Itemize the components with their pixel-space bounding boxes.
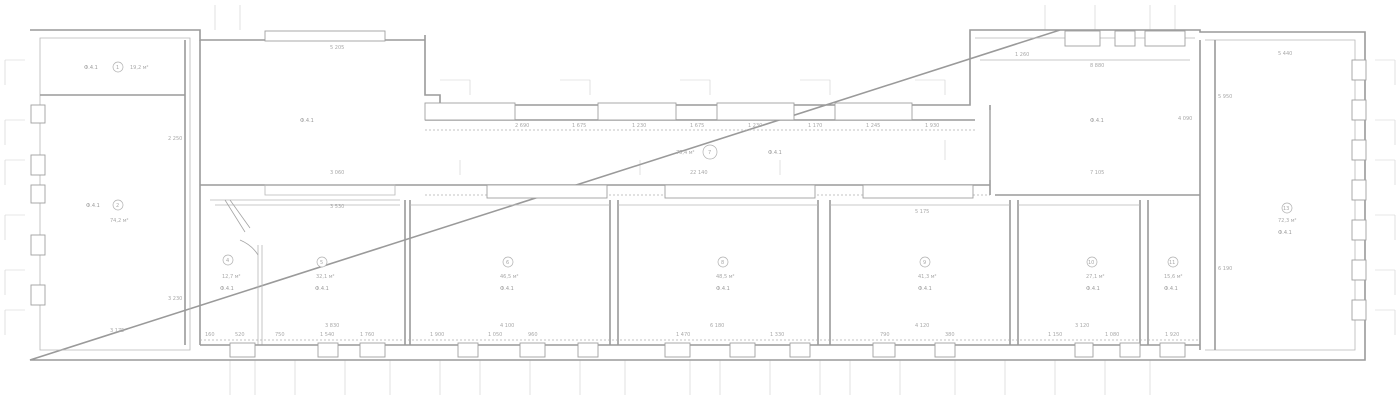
dim-room1-bottom: 3 175 [110, 328, 124, 334]
dim-room11-w: 1 920 [1165, 332, 1179, 338]
room-10-num: 10 [1088, 260, 1094, 266]
room-4-area: 12,7 м² [222, 274, 241, 280]
dim-vert-d: 5 950 [1218, 94, 1232, 100]
dim-seg-4: 1 170 [808, 123, 822, 129]
room-8-num: 8 [721, 260, 724, 266]
room-2-marker: 2 Ф.4.1 74,2 м² [86, 199, 129, 224]
dim-room2-top: 3 530 [330, 204, 344, 210]
dim-seg-3: 1 230 [748, 123, 762, 129]
dimension-labels: 5 205 3 060 3 530 8 880 7 105 5 440 22 1… [110, 45, 1292, 338]
small-dimension-marks: 160 520 750 1 540 1 760 1 900 1 050 960 … [205, 52, 1119, 338]
mark-6: 1 050 [488, 332, 502, 338]
dim-seg-0: 1 675 [572, 123, 586, 129]
dim-room9-top: 5 175 [915, 209, 929, 215]
dim-top-right-w: 7 105 [1090, 170, 1104, 176]
room-11-num: 11 [1169, 260, 1175, 266]
room-9-area: 41,3 м² [918, 274, 937, 280]
room-4-marker: 4 12,7 м² Ф.4.1 [220, 254, 241, 292]
room-6-num: 6 [506, 260, 509, 266]
mark-5: 1 900 [430, 332, 444, 338]
mark-8: 1 470 [676, 332, 690, 338]
room-markers: 1 Ф.4.1 19,2 м² 2 Ф.4.1 74,2 м² Ф.4.1 4 … [84, 61, 1297, 292]
room-1-code: Ф.4.1 [84, 65, 98, 71]
mark-11: 380 [945, 332, 955, 338]
room-10-area: 27,1 м² [1086, 274, 1105, 280]
mark-7: 960 [528, 332, 538, 338]
room-11-code: Ф.4.1 [1164, 286, 1178, 292]
room-9-num: 9 [923, 260, 926, 266]
room-2-num: 2 [116, 203, 119, 209]
room-11-area: 15,6 м² [1164, 274, 1183, 280]
mark-2: 750 [275, 332, 285, 338]
room-10-marker: 10 27,1 м² Ф.4.1 [1086, 256, 1105, 292]
room-8-area: 48,5 м² [716, 274, 735, 280]
dim-vert-a: 2 250 [168, 136, 182, 142]
room-12-code: Ф.4.1 [1090, 118, 1104, 124]
mark-14: 1 260 [1015, 52, 1029, 58]
doors [224, 199, 259, 256]
room-2-code: Ф.4.1 [86, 203, 100, 209]
dim-corridor-top: 2 690 [515, 123, 529, 129]
dim-top-right-main: 8 880 [1090, 63, 1104, 69]
room-13-code: Ф.4.1 [1278, 230, 1292, 236]
room-4-num: 4 [226, 258, 229, 264]
room-9-code: Ф.4.1 [918, 286, 932, 292]
dim-room9-w: 4 120 [915, 323, 929, 329]
room-1-num: 1 [116, 65, 119, 71]
dim-room5-w: 3 830 [325, 323, 339, 329]
dim-corridor-total: 22 140 [690, 170, 708, 176]
room-1-area: 19,2 м² [130, 65, 149, 71]
dim-seg-2: 1 675 [690, 123, 704, 129]
dim-room13-top: 5 440 [1278, 51, 1292, 57]
room-5-marker: 5 32,1 м² Ф.4.1 [315, 256, 335, 292]
room-6-area: 46,5 м² [500, 274, 519, 280]
windows [30, 30, 1367, 358]
room-6-code: Ф.4.1 [500, 286, 514, 292]
mark-10: 790 [880, 332, 890, 338]
corridor-area: 75,4 м² [676, 150, 695, 156]
mark-1: 520 [235, 332, 245, 338]
room-1-marker: 1 Ф.4.1 19,2 м² [84, 61, 149, 73]
dim-room2-dims: 3 060 [330, 170, 344, 176]
dim-vert-b: 3 230 [168, 296, 182, 302]
room-5-area: 32,1 м² [316, 274, 335, 280]
room-8-marker: 8 48,5 м² Ф.4.1 [716, 256, 735, 292]
exterior-dimension-ticks [4, 5, 1396, 395]
mark-0: 160 [205, 332, 215, 338]
room-3-marker: Ф.4.1 [300, 118, 314, 124]
room-8-code: Ф.4.1 [716, 286, 730, 292]
dim-room6-w: 4 100 [500, 323, 514, 329]
interior-walls [40, 40, 1216, 350]
room-4-code: Ф.4.1 [220, 286, 234, 292]
room-13-area: 72,3 м² [1278, 218, 1297, 224]
room-13-num: 13 [1283, 206, 1289, 212]
room-11-marker: 11 15,6 м² Ф.4.1 [1164, 256, 1183, 292]
mark-4: 1 760 [360, 332, 374, 338]
room-5-code: Ф.4.1 [315, 286, 329, 292]
mark-12: 1 150 [1048, 332, 1062, 338]
room-3-code: Ф.4.1 [300, 118, 314, 124]
dim-room10-w: 3 120 [1075, 323, 1089, 329]
corridor-marker: 7 75,4 м² Ф.4.1 [676, 144, 782, 160]
room-10-code: Ф.4.1 [1086, 286, 1100, 292]
corridor-num: 7 [708, 150, 711, 156]
room-9-marker: 9 41,3 м² Ф.4.1 [918, 256, 937, 292]
mark-13: 1 080 [1105, 332, 1119, 338]
corridor-code: Ф.4.1 [768, 150, 782, 156]
dim-seg-6: 1 930 [925, 123, 939, 129]
dim-vert-e: 4 090 [1178, 116, 1192, 122]
dim-top-left: 5 205 [330, 45, 344, 51]
dim-room8-w: 6 180 [710, 323, 724, 329]
dim-seg-1: 1 230 [632, 123, 646, 129]
room-13-marker: 13 72,3 м² Ф.4.1 [1278, 202, 1297, 236]
dim-seg-5: 1 245 [866, 123, 880, 129]
mark-3: 1 540 [320, 332, 334, 338]
room-12-marker: Ф.4.1 [1090, 118, 1104, 124]
dim-vert-c: 6 190 [1218, 266, 1232, 272]
mark-9: 1 330 [770, 332, 784, 338]
room-5-num: 5 [320, 260, 323, 266]
room-6-marker: 6 46,5 м² Ф.4.1 [500, 256, 519, 292]
room-2-area: 74,2 м² [110, 218, 129, 224]
